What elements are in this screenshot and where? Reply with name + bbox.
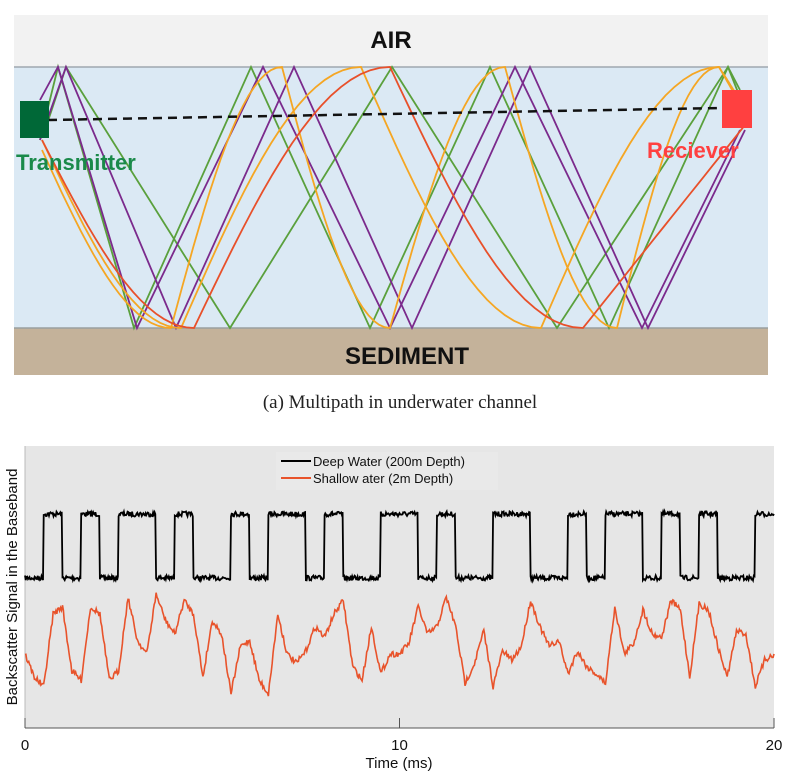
ray-path: [41, 65, 741, 330]
ray-path: [41, 66, 736, 329]
receiver-label: Reciever: [647, 138, 739, 163]
y-axis-label: Backscatter Signal in the Baseband: [4, 469, 21, 706]
direct-path-line: [47, 106, 723, 122]
x-tick-label: 20: [766, 737, 783, 754]
x-tick-label: 0: [21, 737, 29, 754]
series-line-deep-water: [24, 508, 775, 584]
transmitter-label: Transmitter: [16, 150, 136, 175]
ray-path: [41, 66, 746, 329]
sediment-label: SEDIMENT: [345, 343, 469, 370]
series-line-shallow-water: [24, 592, 775, 697]
water-layer: [14, 67, 768, 328]
plot-area: [25, 446, 774, 728]
figure-caption: (a) Multipath in underwater channel: [262, 392, 538, 413]
air-label: AIR: [370, 27, 411, 54]
sediment-layer: [14, 328, 768, 375]
x-axis-label: Time (ms): [366, 755, 433, 772]
ray-path: [39, 64, 741, 331]
multipath-rays: [39, 63, 746, 331]
legend-label-deep: Deep Water (200m Depth): [313, 454, 465, 469]
x-tick-label: 10: [391, 737, 408, 754]
legend-box: [276, 452, 498, 490]
transmitter-icon: [20, 101, 49, 138]
backscatter-chart: 0 10 20 Deep Water (200m Depth) Shallow at…: [4, 446, 783, 772]
receiver-icon: [722, 90, 752, 128]
air-layer: [14, 15, 768, 67]
multipath-diagram: AIR SEDIMENT Transmitter Reciever: [14, 15, 768, 375]
legend-label-shallow: Shallow ater (2m Depth): [313, 471, 453, 486]
ray-path: [39, 63, 746, 331]
